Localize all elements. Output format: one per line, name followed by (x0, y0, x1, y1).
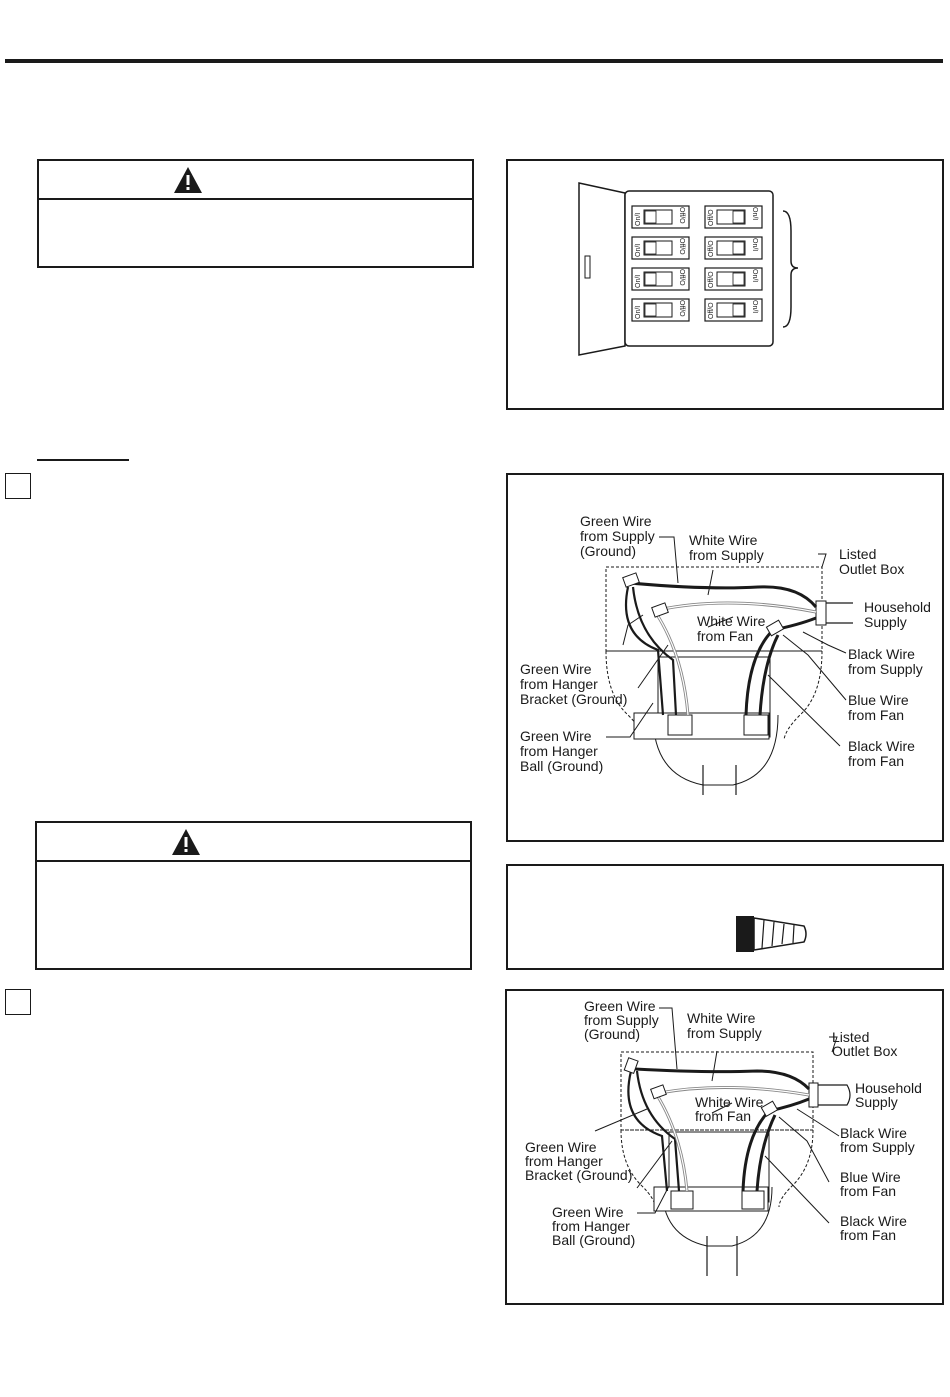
warning-triangle-icon (174, 167, 202, 193)
breaker-switch: On/I Off/O (631, 236, 690, 260)
breaker-off-label: On/I (751, 269, 758, 282)
breaker-on-label: Off/O (708, 240, 715, 257)
warning-box-1 (37, 159, 474, 268)
breaker-on-label: On/I (635, 275, 642, 288)
breaker-on-label: On/I (635, 306, 642, 319)
wire-nut-icon (736, 916, 807, 952)
wire-nut-figure (506, 864, 944, 970)
breaker-on-label: On/I (635, 213, 642, 226)
breaker-switch: Off/O On/I (704, 298, 763, 322)
step-box-1 (5, 473, 31, 499)
breaker-switch: On/I Off/O (631, 298, 690, 322)
breaker-off-label: Off/O (678, 269, 685, 286)
step-box-2 (5, 989, 31, 1015)
breaker-on-label: Off/O (708, 271, 715, 288)
panel-bracket (782, 210, 799, 328)
panel-door (578, 182, 626, 356)
breaker-off-label: Off/O (678, 238, 685, 255)
wire-nut-icon (651, 602, 669, 618)
breaker-off-label: On/I (751, 300, 758, 313)
breaker-off-label: Off/O (678, 300, 685, 317)
breaker-switch: Off/O On/I (704, 205, 763, 229)
breaker-off-label: Off/O (678, 207, 685, 224)
breaker-on-label: On/I (635, 244, 642, 257)
wire-nut-illustration (736, 916, 807, 952)
warning-header (37, 823, 470, 862)
breaker-off-label: On/I (751, 238, 758, 251)
wire-nut-icon (760, 1100, 779, 1118)
section-heading-underline (37, 459, 129, 461)
breaker-switch: Off/O On/I (704, 267, 763, 291)
breaker-on-label: Off/O (708, 209, 715, 226)
wire-nut-icon (622, 572, 640, 588)
header-rule (5, 59, 943, 63)
warning-box-2 (35, 821, 472, 970)
warning-triangle-icon (172, 829, 200, 855)
wire-nut-icon (765, 619, 785, 637)
breaker-switch: On/I Off/O (631, 267, 690, 291)
breaker-on-label: Off/O (708, 302, 715, 319)
warning-header (39, 161, 472, 200)
breaker-switch: On/I Off/O (631, 205, 690, 229)
breaker-switch: Off/O On/I (704, 236, 763, 260)
breaker-off-label: On/I (751, 207, 758, 220)
wire-nut-icon (623, 1057, 639, 1074)
wire-nut-icon (650, 1084, 667, 1100)
